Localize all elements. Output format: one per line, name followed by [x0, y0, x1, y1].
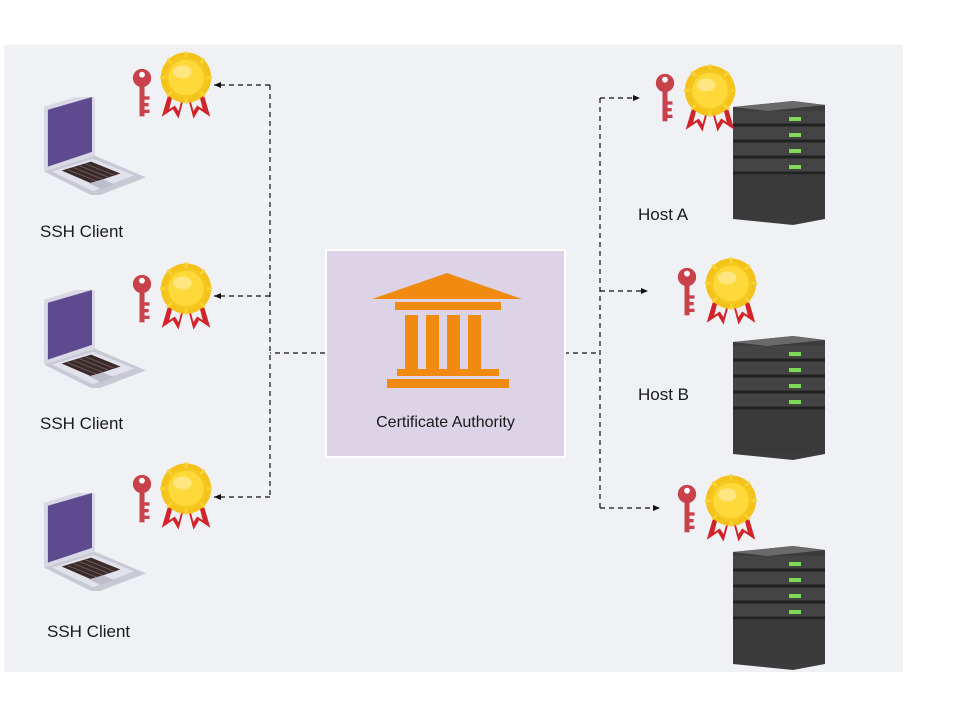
server-icon: [733, 546, 825, 670]
ssh-client-1: [43, 49, 214, 195]
ssh-client-1-label: SSH Client: [40, 222, 124, 241]
laptop-icon: [43, 493, 146, 591]
arrowhead-host-b: [641, 288, 648, 294]
host-b: [677, 255, 825, 460]
ssh-client-3-label: SSH Client: [47, 622, 131, 641]
ssh-client-2-label: SSH Client: [40, 414, 124, 433]
key-icon: [677, 267, 697, 316]
key-icon: [677, 484, 697, 533]
key-icon: [132, 274, 152, 323]
certificate-authority-label: Certificate Authority: [376, 414, 515, 431]
server-icon: [733, 101, 825, 225]
key-icon: [132, 68, 152, 117]
bank-icon: [372, 273, 522, 388]
arrowhead-host-a: [633, 95, 640, 101]
host-c: [677, 472, 825, 670]
arrowhead-client-1: [214, 82, 221, 88]
connectors: [214, 84, 654, 509]
ssh-client-2: [43, 260, 214, 388]
certificate-authority-box: Certificate Authority: [325, 249, 566, 458]
connector-ca-to-hosts: [555, 98, 601, 508]
host-a: [655, 62, 825, 225]
server-icon: [733, 336, 825, 460]
medal-icon: [703, 255, 759, 327]
medal-icon: [158, 460, 214, 532]
connector-ca-to-clients: [269, 85, 325, 497]
laptop-icon: [43, 97, 146, 195]
arrowhead-client-3: [214, 494, 221, 500]
medal-icon: [158, 260, 214, 332]
arrowheads: [214, 82, 660, 511]
medal-icon: [682, 62, 738, 134]
ssh-client-3: [43, 460, 214, 591]
host-b-label: Host B: [638, 385, 690, 404]
key-icon: [655, 73, 675, 122]
laptop-icon: [43, 290, 146, 388]
medal-icon: [703, 472, 759, 544]
arrowhead-host-c: [653, 505, 660, 511]
medal-icon: [158, 49, 214, 121]
key-icon: [132, 474, 152, 523]
arrowhead-client-2: [214, 293, 221, 299]
host-a-label: Host A: [638, 205, 689, 224]
